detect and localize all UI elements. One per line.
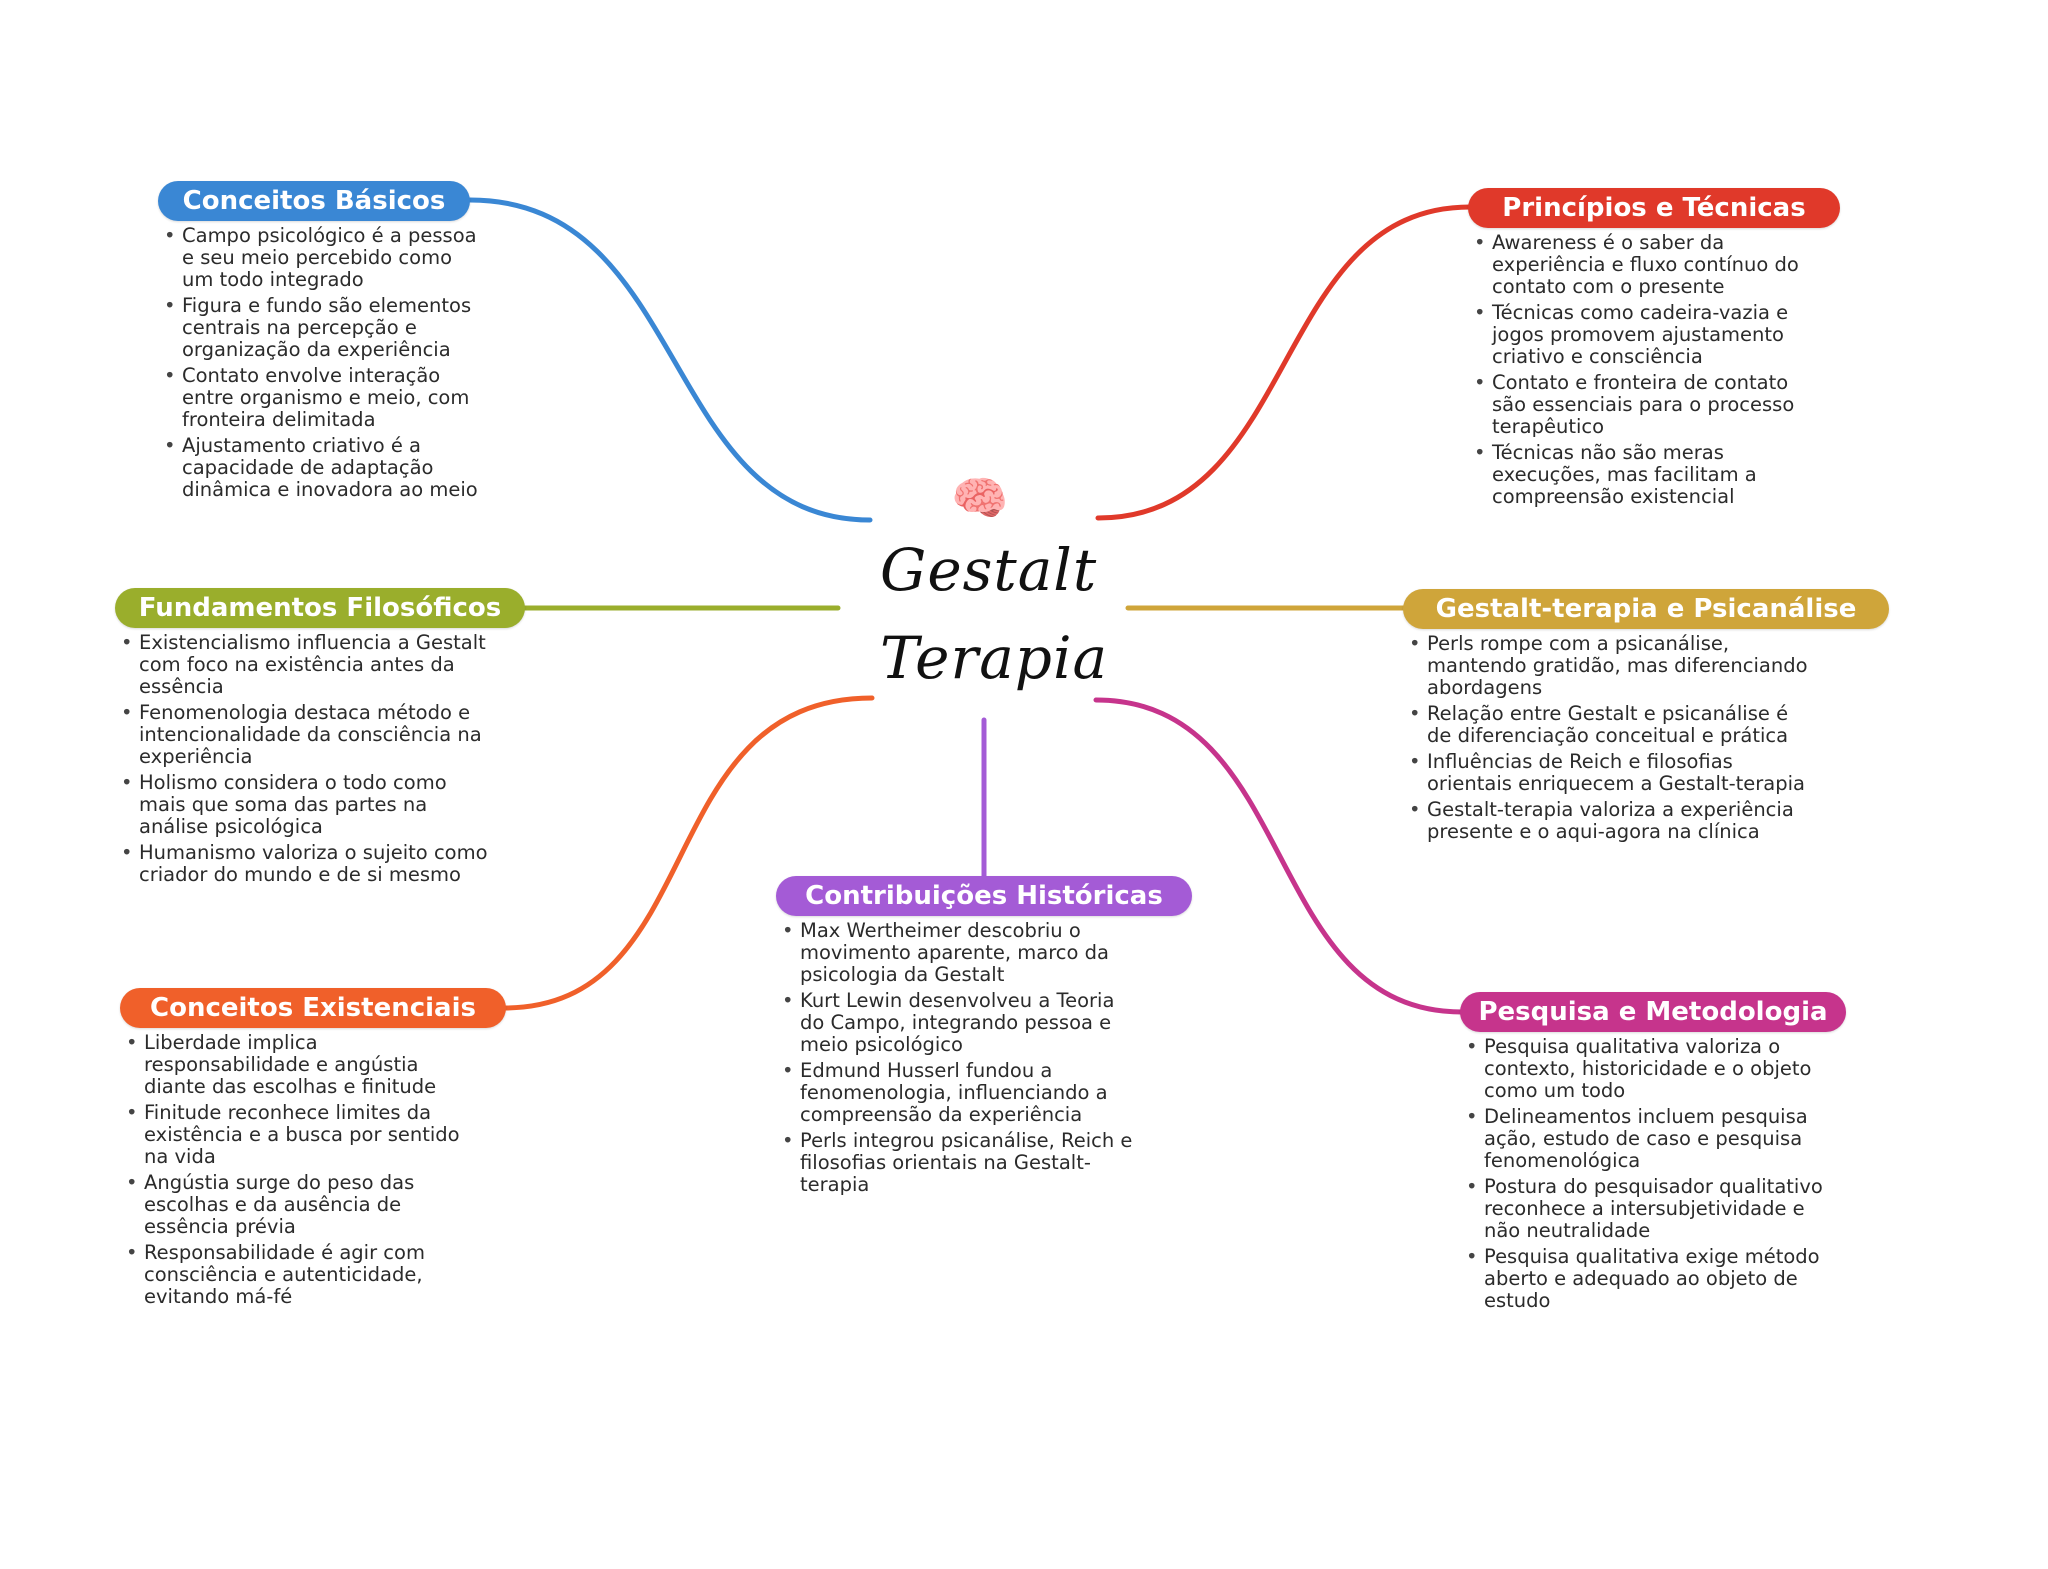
branch-notes-contribuicoes-historicas: Max Wertheimer descobriu o movimento apa… (776, 920, 1136, 1200)
list-item: Pesquisa qualitativa valoriza o contexto… (1460, 1036, 1830, 1102)
brain-icon: 🧠 (951, 471, 1009, 525)
list-item: Angústia surge do peso das escolhas e da… (120, 1172, 460, 1238)
list-item: Liberdade implica responsabilidade e ang… (120, 1032, 460, 1098)
list-item: Humanismo valoriza o sujeito como criado… (115, 842, 495, 886)
central-topic: 🧠 Gestalt Terapia (880, 470, 1109, 702)
list-item: Edmund Husserl fundou a fenomenologia, i… (776, 1060, 1136, 1126)
list-item: Delineamentos incluem pesquisa ação, est… (1460, 1106, 1830, 1172)
branch-title-gestalt-psicanalise: Gestalt-terapia e Psicanálise (1403, 589, 1889, 629)
central-title-line2: Terapia (880, 624, 1109, 692)
branch-title-contribuicoes-historicas: Contribuições Históricas (776, 876, 1192, 916)
branch-title-conceitos-basicos: Conceitos Básicos (158, 181, 470, 221)
connector-conceitos-existenciais (501, 695, 875, 1011)
branch-notes-principios-tecnicas: Awareness é o saber da experiência e flu… (1468, 232, 1828, 512)
list-item: Contato e fronteira de contato são essen… (1468, 372, 1828, 438)
list-item: Campo psicológico é a pessoa e seu meio … (158, 225, 488, 291)
list-item: Influências de Reich e filosofias orient… (1403, 751, 1808, 795)
branch-title-principios-tecnicas: Princípios e Técnicas (1468, 188, 1840, 228)
branch-notes-gestalt-psicanalise: Perls rompe com a psicanálise, mantendo … (1403, 633, 1808, 847)
list-item: Técnicas como cadeira-vazia e jogos prom… (1468, 302, 1828, 368)
branch-notes-fundamentos-filosoficos: Existencialismo influencia a Gestalt com… (115, 632, 495, 890)
list-item: Finitude reconhece limites da existência… (120, 1102, 460, 1168)
list-item: Contato envolve interação entre organism… (158, 365, 488, 431)
branch-title-conceitos-existenciais: Conceitos Existenciais (120, 988, 506, 1028)
branch-title-fundamentos-filosoficos: Fundamentos Filosóficos (115, 588, 525, 628)
list-item: Ajustamento criativo é a capacidade de a… (158, 435, 488, 501)
list-item: Max Wertheimer descobriu o movimento apa… (776, 920, 1136, 986)
list-item: Figura e fundo são elementos centrais na… (158, 295, 488, 361)
connector-pesquisa-metodologia (1093, 697, 1465, 1015)
branch-notes-conceitos-existenciais: Liberdade implica responsabilidade e ang… (120, 1032, 460, 1312)
connector-principios-tecnicas (1095, 204, 1473, 521)
list-item: Pesquisa qualitativa exige método aberto… (1460, 1246, 1830, 1312)
list-item: Fenomenologia destaca método e intencion… (115, 702, 495, 768)
branch-notes-pesquisa-metodologia: Pesquisa qualitativa valoriza o contexto… (1460, 1036, 1830, 1316)
list-item: Gestalt-terapia valoriza a experiência p… (1403, 799, 1808, 843)
list-item: Awareness é o saber da experiência e flu… (1468, 232, 1828, 298)
central-title-line1: Gestalt (880, 536, 1098, 604)
connector-conceitos-basicos (467, 197, 873, 523)
list-item: Kurt Lewin desenvolveu a Teoria do Campo… (776, 990, 1136, 1056)
list-item: Técnicas não são meras execuções, mas fa… (1468, 442, 1828, 508)
list-item: Perls integrou psicanálise, Reich e filo… (776, 1130, 1136, 1196)
list-item: Holismo considera o todo como mais que s… (115, 772, 495, 838)
branch-title-pesquisa-metodologia: Pesquisa e Metodologia (1460, 992, 1846, 1032)
list-item: Existencialismo influencia a Gestalt com… (115, 632, 495, 698)
list-item: Relação entre Gestalt e psicanálise é de… (1403, 703, 1808, 747)
list-item: Perls rompe com a psicanálise, mantendo … (1403, 633, 1808, 699)
list-item: Postura do pesquisador qualitativo recon… (1460, 1176, 1830, 1242)
branch-notes-conceitos-basicos: Campo psicológico é a pessoa e seu meio … (158, 225, 488, 505)
list-item: Responsabilidade é agir com consciência … (120, 1242, 460, 1308)
